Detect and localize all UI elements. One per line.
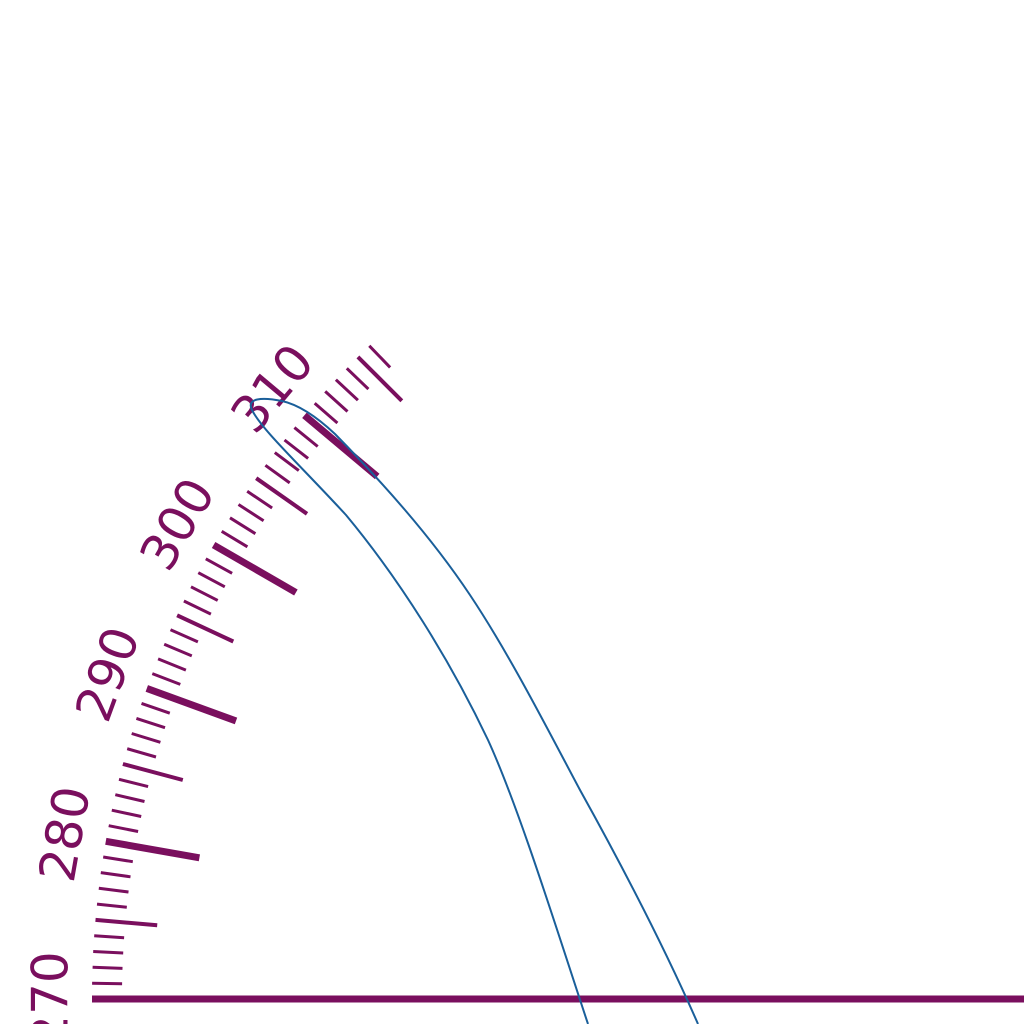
- degree-tick: [205, 557, 233, 575]
- degree-tick: [96, 902, 127, 909]
- degree-tick: [176, 613, 235, 644]
- degree-tick: [211, 541, 298, 596]
- degree-tick: [151, 672, 181, 686]
- degree-tick: [190, 585, 219, 602]
- degree-tick: [135, 716, 166, 730]
- degree-tick: [246, 490, 273, 510]
- degree-tick: [92, 981, 123, 986]
- degree-label: 280: [28, 782, 102, 886]
- degree-tick: [145, 685, 238, 725]
- degree-tick: [141, 701, 171, 715]
- degree-tick: [157, 657, 187, 672]
- degree-tick: [122, 762, 184, 782]
- degree-tick: [345, 367, 370, 391]
- degree-tick: [100, 871, 131, 879]
- degree-tick: [220, 530, 249, 549]
- degree-label: 290: [64, 619, 151, 729]
- degree-tick: [126, 747, 157, 759]
- degree-tick: [273, 451, 300, 472]
- degree-tick: [334, 378, 359, 402]
- degree-tick: [98, 886, 129, 894]
- degree-tick: [229, 516, 257, 535]
- degree-tick: [197, 571, 226, 589]
- degree-tick: [324, 390, 349, 413]
- degree-tick: [105, 837, 201, 862]
- degree-tick: [237, 503, 265, 523]
- degree-tick: [118, 777, 149, 789]
- degree-tick: [264, 464, 291, 485]
- degree-tick: [255, 476, 309, 516]
- degree-tick: [313, 402, 339, 425]
- degree-tick: [108, 824, 139, 833]
- degree-tick: [183, 599, 212, 616]
- degree-tick: [92, 965, 123, 970]
- degree-tick: [114, 793, 145, 803]
- degree-tick: [94, 934, 125, 940]
- degree-tick: [283, 438, 310, 460]
- degree-tick: [368, 344, 392, 369]
- degree-tick: [169, 628, 199, 644]
- polar-curve: [249, 397, 699, 1024]
- degree-tick: [93, 950, 124, 955]
- degree-tick: [356, 355, 404, 403]
- degree-tick: [131, 732, 161, 744]
- degree-tick: [102, 855, 134, 864]
- degree-tick: [163, 642, 193, 658]
- degree-label: 270: [22, 951, 80, 1024]
- degree-tick: [111, 808, 142, 818]
- degree-label: 310: [220, 333, 326, 443]
- degree-tick: [95, 917, 158, 928]
- degree-tick: [293, 426, 319, 448]
